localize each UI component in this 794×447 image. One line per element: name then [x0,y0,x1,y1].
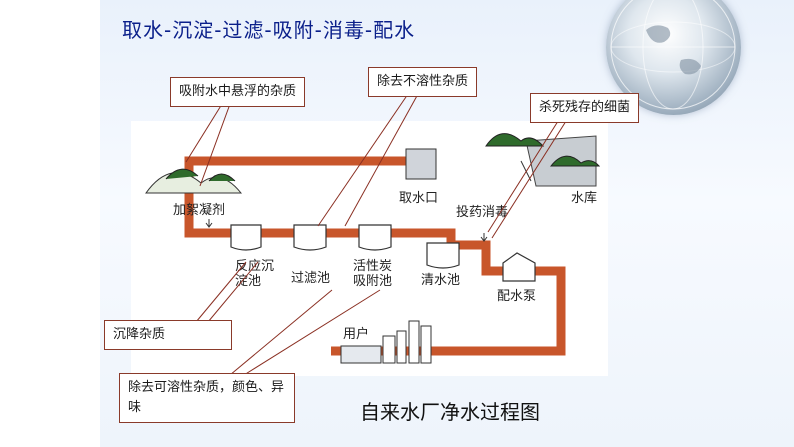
callout-insoluble: 除去不溶性杂质 [368,67,477,97]
clear-tank-icon [427,243,459,268]
reservoir-icon [486,134,599,186]
pipe [189,161,561,351]
label-coagulant: 加絮凝剂 [173,203,225,218]
slide-title: 取水-沉淀-过滤-吸附-消毒-配水 [122,14,415,43]
label-user: 用户 [343,327,369,342]
hills-left-icon [146,169,241,193]
intake-icon [406,149,436,179]
label-reservoir: 水库 [571,191,597,206]
label-pump: 配水泵 [497,289,536,304]
callout-soluble: 除去可溶性杂质，颜色、异味 [119,373,295,423]
label-disinfect: 投药消毒 [456,205,508,220]
label-filter-tank: 过滤池 [291,271,330,286]
disinfect-arrow-icon [481,233,487,241]
left-band [0,0,100,447]
pump-house-icon [503,253,535,281]
label-carbon-tank: 活性炭吸附池 [353,259,397,289]
label-clear-tank: 清水池 [421,273,460,288]
reaction-tank-icon [231,225,261,250]
coagulant-arrow-icon [206,219,212,227]
callout-adsorb: 吸附水中悬浮的杂质 [170,77,305,107]
callout-settle: 沉降杂质 [104,320,232,350]
carbon-tank-icon [359,225,391,250]
diagram-caption: 自来水厂净水过程图 [360,396,540,425]
callout-kill: 杀死残存的细菌 [530,93,639,123]
filter-tank-icon [294,225,326,250]
label-intake: 取水口 [399,191,438,206]
label-reaction-tank: 反应沉淀池 [235,259,277,289]
